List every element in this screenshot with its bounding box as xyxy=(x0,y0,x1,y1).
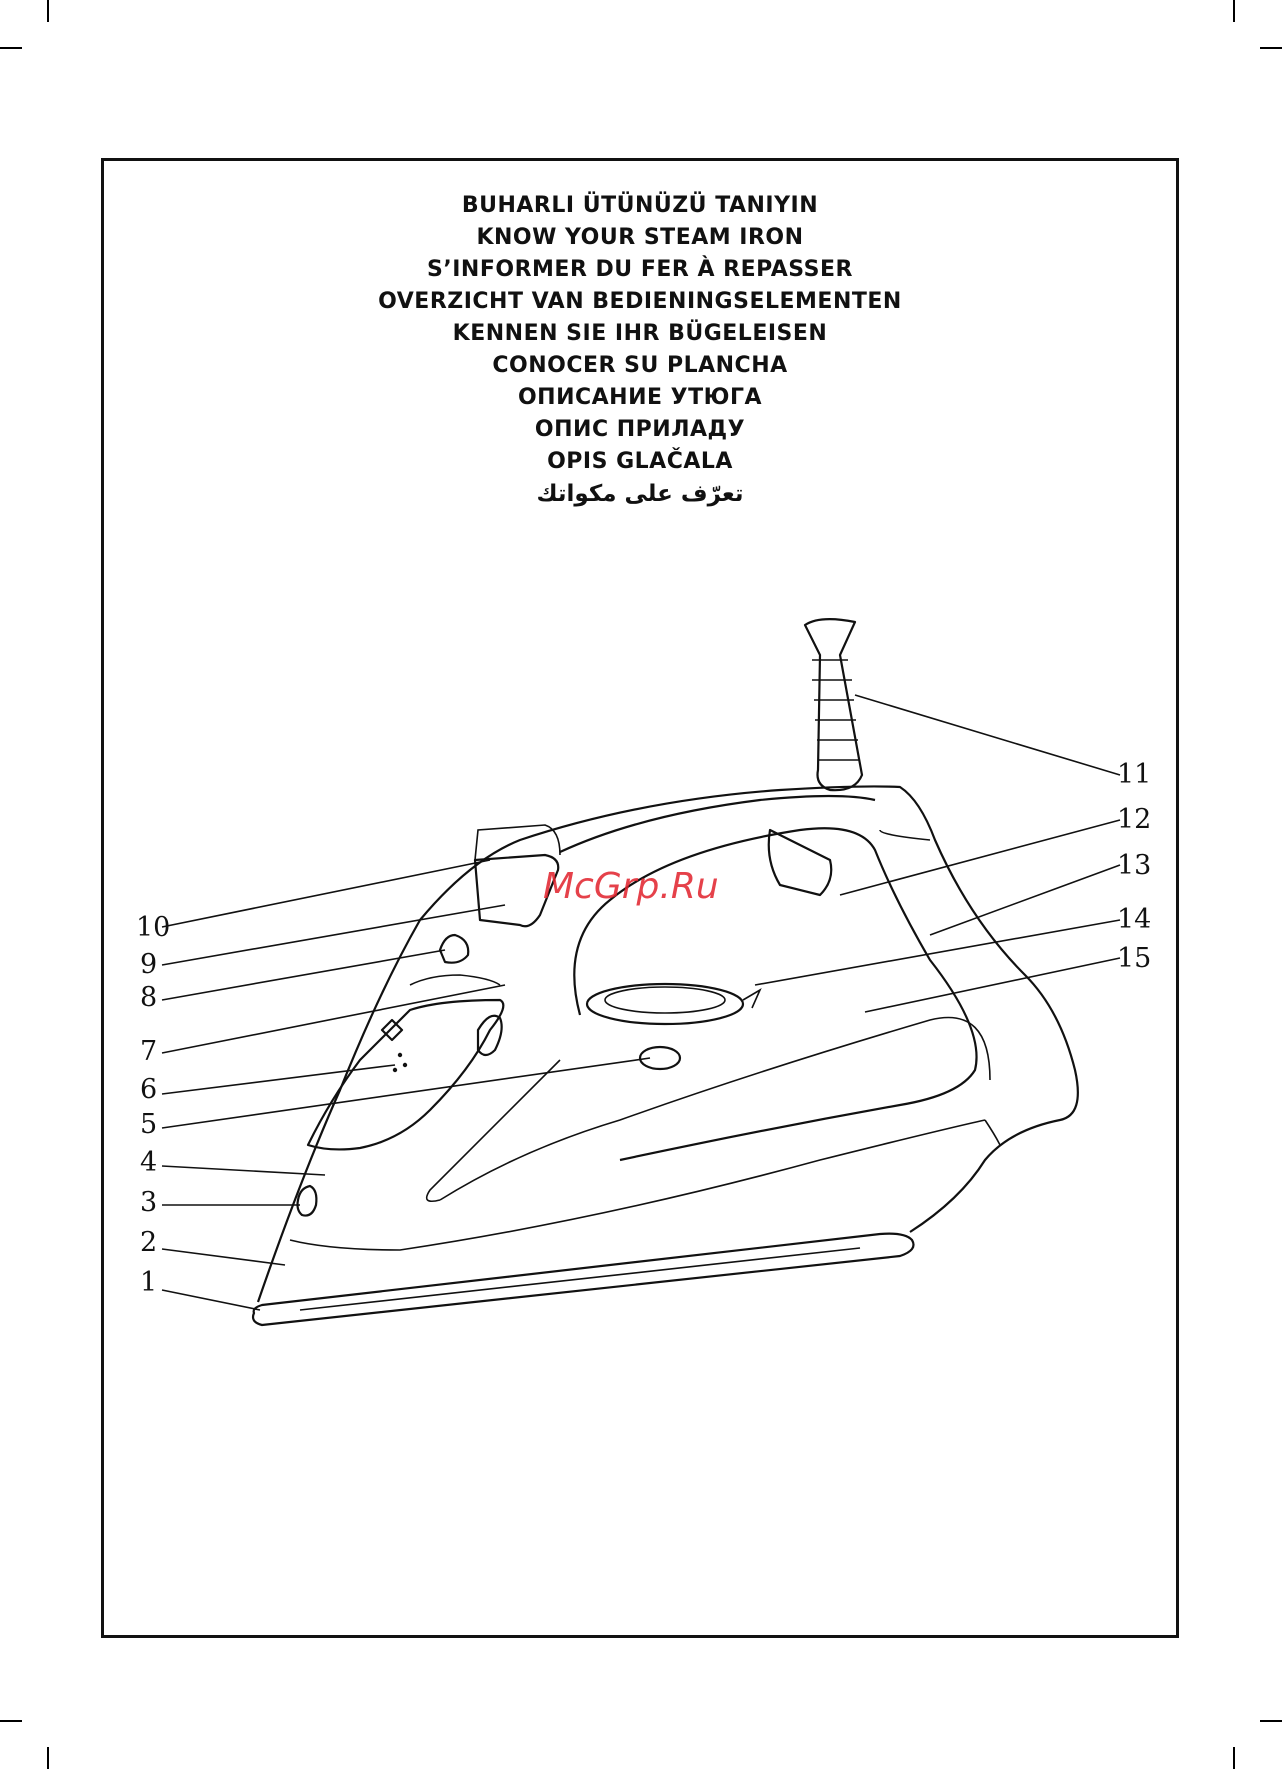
leader-7 xyxy=(162,985,505,1053)
leader-1 xyxy=(162,1290,260,1310)
leader-lines xyxy=(162,695,1120,1310)
leader-14 xyxy=(755,920,1120,985)
leader-4 xyxy=(162,1166,325,1175)
spray-nozzle xyxy=(382,1020,402,1040)
label-6: 6 xyxy=(140,1074,157,1105)
label-15: 15 xyxy=(1117,943,1151,974)
leader-15 xyxy=(865,958,1120,1012)
label-1: 1 xyxy=(140,1267,157,1298)
water-inlet-cap xyxy=(298,1186,317,1216)
leader-11 xyxy=(855,695,1120,775)
label-14: 14 xyxy=(1117,904,1151,935)
label-4: 4 xyxy=(140,1147,157,1178)
label-11: 11 xyxy=(1117,759,1151,790)
leader-5 xyxy=(162,1058,650,1128)
label-12: 12 xyxy=(1117,804,1151,835)
label-2: 2 xyxy=(140,1227,157,1258)
label-13: 13 xyxy=(1117,850,1151,881)
handle xyxy=(560,796,875,852)
label-9: 9 xyxy=(140,949,157,980)
watermark: McGrp.Ru xyxy=(543,866,719,907)
label-7: 7 xyxy=(140,1036,157,1067)
label-10: 10 xyxy=(136,912,170,943)
label-3: 3 xyxy=(140,1187,157,1218)
steam-control xyxy=(440,935,468,963)
steam-shot-button xyxy=(478,1016,502,1055)
leader-2 xyxy=(162,1249,285,1265)
label-5: 5 xyxy=(140,1109,157,1140)
cord-guard xyxy=(805,619,862,790)
leader-12 xyxy=(840,820,1120,895)
base-stand xyxy=(769,830,832,895)
water-tank-window xyxy=(308,1000,503,1149)
label-8: 8 xyxy=(140,982,157,1013)
leader-6 xyxy=(162,1065,395,1094)
temperature-dial xyxy=(587,984,743,1024)
